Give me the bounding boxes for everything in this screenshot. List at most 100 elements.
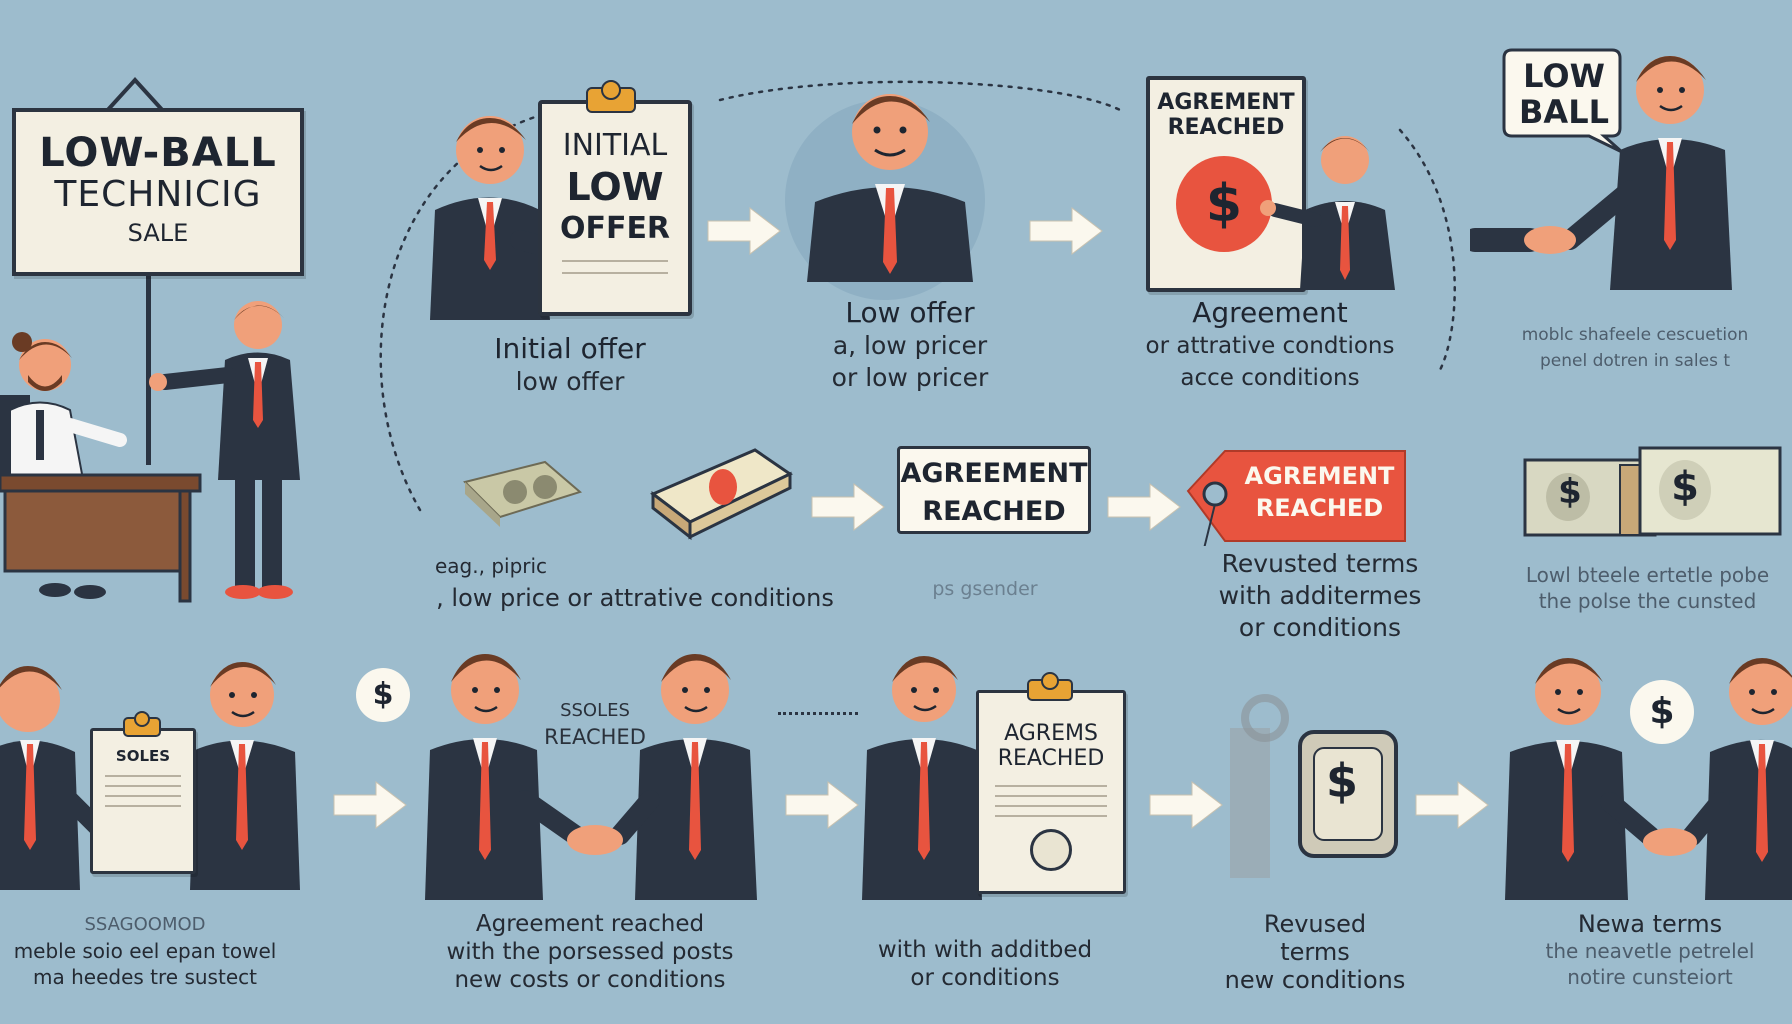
caption-initial-offer: Initial offer low offer [440, 332, 700, 398]
caption-top-right: moblc shafeele cescuetion penel dotren i… [1480, 322, 1790, 374]
clipboard-agreement-line2: REACHED [997, 746, 1105, 771]
caption-agreement-sub1: or attrative condtions [1145, 333, 1395, 359]
caption-revised-terms-sub2: new conditions [1224, 966, 1406, 994]
caption-example-line1: eag., pipric [435, 554, 548, 578]
agreement-reached-box: AGREEMENT REACHED [897, 446, 1091, 534]
caption-agreement-reached-sub2: new costs or conditions [454, 967, 726, 993]
pair-clipboard [0, 662, 300, 890]
caption-faint-mid: ps gsender [932, 578, 1038, 600]
money-device-icon [1230, 694, 1398, 878]
caption-bottom-left-line2: meble soio eel epan towel [13, 939, 277, 963]
caption-agreement-reached: Agreement reached with the porsessed pos… [390, 910, 790, 994]
man-pointing [1260, 136, 1395, 290]
man-smiling [807, 94, 973, 282]
caption-additional: with with additbed or conditions [840, 936, 1130, 992]
caption-agreement-sub2: acce conditions [1180, 365, 1360, 391]
clipboard-agreement: AGREMS REACHED [976, 690, 1126, 894]
caption-revised: Revusted terms with additermes or condit… [1190, 548, 1450, 644]
caption-soles-reached: SSOLES REACHED [520, 698, 670, 750]
caption-additional-sub1: with with additbed [877, 937, 1093, 963]
pair-handshake-2 [1505, 658, 1792, 900]
clipboard-clip-icon [1027, 672, 1073, 701]
arrow-right-icon [811, 482, 885, 532]
dollar-icon: $ [1671, 464, 1699, 510]
arrow-right-icon [785, 780, 859, 830]
dollar-icon: $ [1325, 754, 1358, 808]
caption-agreement-reached-sub1: with the porsessed posts [446, 939, 734, 965]
man-holding-clipboard [862, 656, 982, 900]
caption-revised-line1: Revusted terms [1221, 549, 1419, 578]
sign-line1: LOW-BALL [39, 130, 277, 176]
dollar-icon: $ [1630, 680, 1694, 744]
clipboard-agreement-line1: AGREMS [1004, 721, 1098, 746]
caption-bills-line1: Lowl bteele ertetle pobe [1525, 563, 1770, 587]
price-tag-line2: REACHED [1255, 494, 1384, 522]
pair-handshake-1 [425, 654, 757, 900]
caption-agreement-title: Agreement [1192, 296, 1348, 329]
man-handshake-top [1470, 56, 1732, 290]
sign-board: LOW-BALL TECHNICIG SALE [12, 108, 304, 276]
caption-low-offer-sub1: a, low pricer [832, 331, 988, 360]
clipboard-soles: SOLES [90, 728, 196, 874]
caption-low-offer-title: Low offer [845, 296, 975, 329]
caption-top-right-sub1: moblc shafeele cescuetion [1521, 325, 1749, 345]
sign-pole [146, 265, 151, 465]
man-presenting [430, 116, 622, 320]
caption-agreement: Agreement or attrative condtions acce co… [1110, 296, 1430, 394]
caption-agreement-reached-title: Agreement reached [475, 911, 705, 937]
price-tag-text: AGREMENT REACHED [1232, 460, 1407, 524]
money-bundle-icon [463, 460, 583, 527]
agreement-box-line1: AGREEMENT [900, 458, 1088, 489]
caption-soles-line1: SSOLES [560, 700, 630, 721]
arrow-right-icon [333, 780, 407, 830]
bubble-line1: LOW [1523, 57, 1605, 95]
caption-revised-terms-sub1: terms [1280, 938, 1350, 966]
caption-top-right-sub2: penel dotren in sales t [1539, 351, 1730, 371]
caption-revised-terms-title: Revused [1263, 910, 1367, 938]
caption-bottom-left: SSAGOOMOD meble soio eel epan towel ma h… [0, 912, 290, 990]
caption-low-offer: Low offer a, low pricer or low pricer [790, 296, 1030, 394]
dollar-icon: $ [356, 668, 410, 722]
clipboard-initial-line3: OFFER [559, 211, 671, 246]
speech-bubble [1502, 48, 1623, 154]
price-tag-line1: AGREMENT [1244, 462, 1395, 490]
caption-revised-line3: or conditions [1238, 613, 1402, 642]
clipboard-initial-line1: INITIAL [562, 128, 668, 163]
arrow-right-icon [707, 206, 781, 256]
sign-line3: SALE [127, 219, 189, 247]
caption-initial-offer-title: Initial offer [494, 332, 646, 365]
dollar-icon: $ [1558, 472, 1582, 512]
clipboard-clip-icon [586, 80, 636, 113]
caption-soles-line2: REACHED [544, 725, 646, 749]
sign-hanger [103, 77, 167, 115]
dotted-connector [778, 712, 858, 715]
caption-new-terms-title: Newa terms [1577, 910, 1723, 938]
dollar-icon: $ [1176, 156, 1272, 252]
sign-line2: TECHNICIG [54, 174, 262, 215]
clipboard-initial-line2: LOW [566, 165, 664, 209]
caption-additional-sub2: or conditions [910, 965, 1060, 991]
caption-example: eag., pipric , low price or attrative co… [395, 550, 875, 614]
caption-bottom-left-line1: SSAGOOMOD [84, 914, 206, 935]
price-tag-icon [1186, 450, 1406, 546]
caption-new-terms: Newa terms the neavetle petrelel notire … [1512, 910, 1788, 990]
money-stack-icon [650, 448, 793, 541]
caption-example-line2: , low price or attrative conditions [436, 584, 834, 612]
caption-revised-terms: Revused terms new conditions [1200, 910, 1430, 994]
desk-scene [0, 301, 300, 603]
card-agreement-line1: AGREMENT [1157, 90, 1295, 115]
caption-new-terms-sub1: the neavetle petrelel [1545, 939, 1755, 963]
caption-revised-line2: with additermes [1218, 581, 1422, 610]
arrow-right-icon [1149, 780, 1223, 830]
money-bills-icon [1523, 446, 1782, 537]
bubble-line2: BALL [1519, 93, 1609, 131]
clipboard-soles-label: SOLES [115, 747, 171, 765]
clipboard-initial-offer: INITIAL LOW OFFER [538, 100, 692, 316]
caption-initial-offer-sub: low offer [515, 367, 625, 396]
dotted-loop [379, 80, 1456, 512]
card-agreement-line2: REACHED [1167, 115, 1285, 140]
arrow-right-icon [1107, 482, 1181, 532]
bubble-text: LOW BALL [1504, 58, 1624, 130]
caption-bills: Lowl bteele ertetle pobe the polse the c… [1505, 562, 1790, 614]
